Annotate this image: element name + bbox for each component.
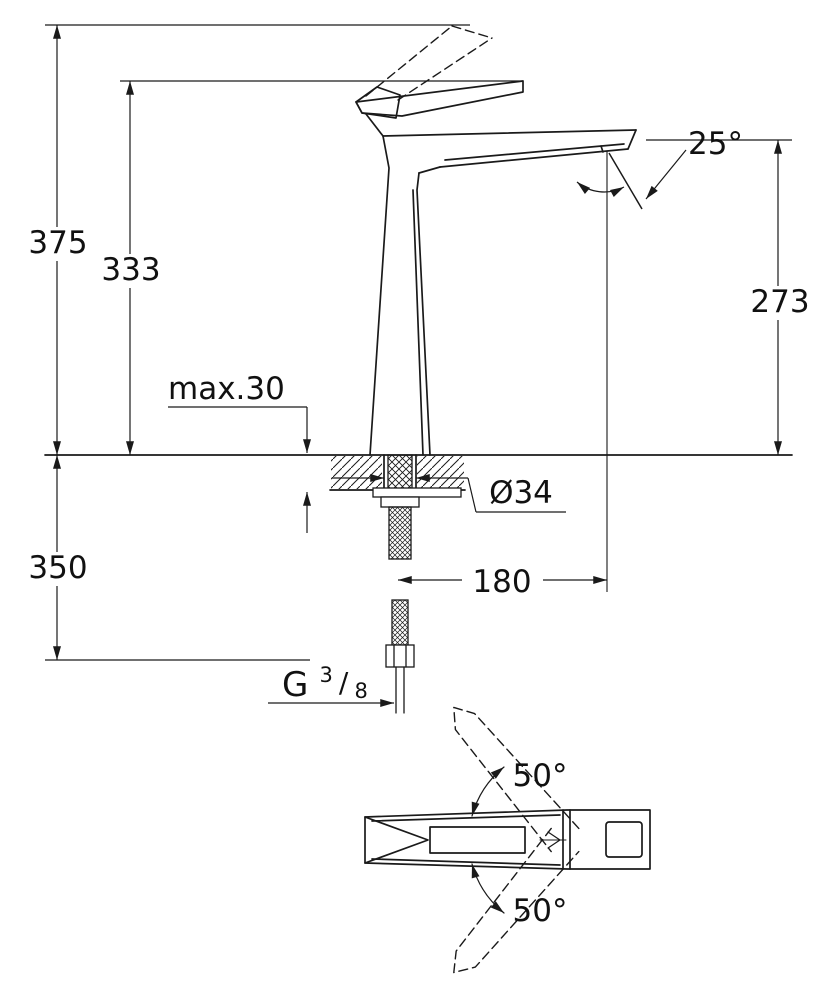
label-hole-diameter-34: Ø34 bbox=[489, 475, 553, 511]
label-thread-g38: G 3 / 8 bbox=[282, 663, 368, 705]
hose-hex-nut bbox=[385, 644, 415, 668]
hex-nut-facets bbox=[393, 644, 407, 668]
spout-body-junction bbox=[365, 113, 441, 174]
label-total-height-375: 375 bbox=[28, 225, 87, 261]
hose-tube bbox=[395, 666, 405, 714]
label-max-deck-thickness: max.30 bbox=[168, 371, 285, 407]
dimension-labels: 375 333 273 25° max.30 Ø34 350 180 G 3 /… bbox=[28, 126, 809, 929]
plan-facet-bottom bbox=[371, 858, 561, 866]
body-left-edge bbox=[369, 135, 390, 456]
faucet-side-view bbox=[355, 25, 637, 456]
label-swing-down-50: 50° bbox=[513, 893, 568, 929]
dimension-lines bbox=[45, 24, 792, 707]
swing-arc-down bbox=[471, 863, 505, 914]
thread-denominator: 8 bbox=[354, 679, 367, 703]
angle25-leader bbox=[645, 149, 687, 200]
mounting-washer bbox=[372, 487, 462, 498]
spout-top-edge bbox=[382, 129, 637, 137]
plan-lever-inset bbox=[429, 826, 526, 854]
label-spout-angle-25: 25° bbox=[688, 126, 743, 162]
spout-bottom-edge bbox=[439, 148, 629, 168]
aerator-tick bbox=[600, 145, 604, 153]
lever-handle bbox=[355, 80, 524, 117]
label-projection-180: 180 bbox=[472, 564, 531, 600]
swing-arc-up bbox=[471, 766, 505, 817]
stream-direction-line bbox=[608, 152, 643, 210]
spout-inner-edge bbox=[444, 143, 625, 161]
angle25-arc bbox=[576, 181, 625, 198]
counter-hatch-right bbox=[417, 456, 464, 489]
handle-raised-position-dashed bbox=[365, 25, 493, 101]
spout-tip bbox=[627, 129, 637, 150]
dia34-leader bbox=[467, 477, 566, 513]
label-backgrounds bbox=[31, 227, 809, 586]
counter-hatch-left bbox=[331, 456, 382, 489]
faucet-plan-view bbox=[364, 706, 651, 974]
label-height-333: 333 bbox=[101, 252, 160, 288]
body-right-edge bbox=[416, 172, 431, 456]
flex-hose-lower bbox=[391, 599, 409, 646]
handle-swing-up-dashed bbox=[453, 706, 580, 853]
countertop-section bbox=[44, 454, 793, 714]
label-swing-up-50: 50° bbox=[513, 758, 568, 794]
thread-numerator: 3 bbox=[319, 663, 332, 687]
thread-g: G bbox=[282, 665, 308, 705]
plan-tip-facets bbox=[364, 816, 429, 864]
body-facet-line bbox=[412, 189, 424, 456]
label-below-deck-350: 350 bbox=[28, 550, 87, 586]
plan-facet-top bbox=[371, 814, 561, 822]
mounting-nut bbox=[380, 496, 420, 508]
label-spout-height-273: 273 bbox=[750, 284, 809, 320]
mount-hole-edges bbox=[383, 454, 417, 491]
flex-hose-upper bbox=[388, 506, 412, 560]
thread-slash: / bbox=[339, 666, 349, 699]
handle-cap bbox=[355, 86, 401, 119]
plan-aerator bbox=[605, 821, 643, 858]
